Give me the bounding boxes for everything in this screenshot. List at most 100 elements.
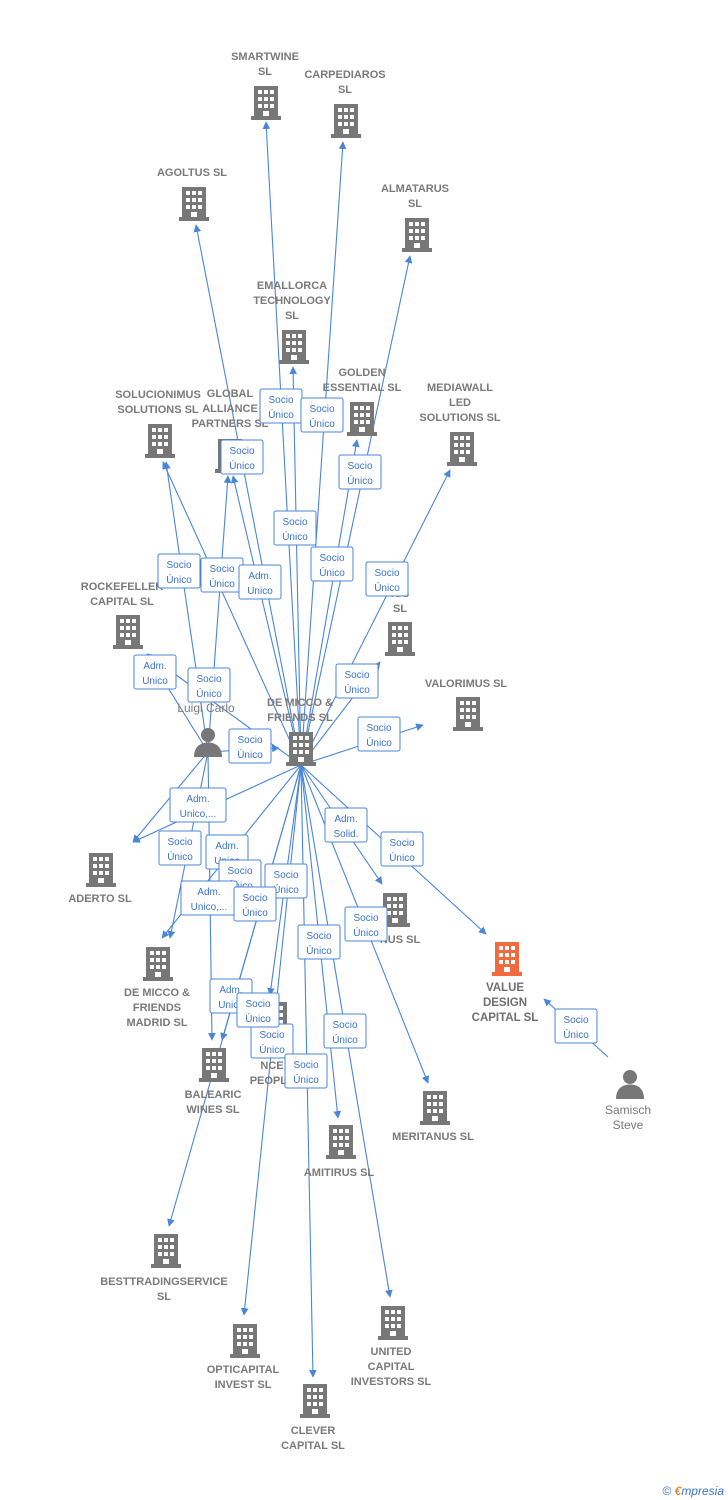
edge-label-text: Unico,... — [180, 809, 217, 820]
node-ius[interactable]: IUSSL — [385, 588, 415, 656]
edge-demiccofriends-to-carpediaros[interactable] — [300, 141, 347, 766]
building-icon — [420, 1091, 450, 1125]
node-label-line: Luigi Carlo — [177, 701, 235, 715]
node-label-line: PEOPLE — [250, 1075, 295, 1087]
edge-label-box — [324, 807, 368, 843]
edge-luigi-to-solucionimus[interactable] — [163, 461, 209, 753]
node-label-line: SOLUTIONS SL — [419, 412, 501, 424]
edge-label-text: Único — [268, 408, 294, 421]
building-icon — [286, 732, 316, 766]
footer-brand[interactable]: © €mpresia — [662, 1484, 724, 1498]
edge-label-text: Único — [196, 687, 222, 700]
node-label-line: SL — [258, 66, 272, 78]
edge-label-text: Socio — [167, 837, 192, 848]
edge-label-text: Único — [306, 944, 332, 957]
node-valorimus[interactable]: VALORIMUS SL — [425, 678, 508, 731]
edge-label-box — [300, 397, 344, 433]
edge-demiccofriends-to-golden[interactable] — [300, 439, 360, 766]
building-icon — [113, 615, 143, 649]
edge-label-luigi-to-demiccomadrid[interactable]: Adm.Unico,... — [180, 880, 238, 916]
edge-demiccofriends-to-emallorca[interactable] — [289, 366, 302, 766]
edge-label-luigi-to-demiccofriends[interactable]: Adm.Unico,... — [169, 787, 227, 823]
edge-label-text: Único — [344, 683, 370, 696]
edge-luigi-to-globalalliance[interactable] — [207, 475, 232, 753]
node-label-line: Steve — [613, 1118, 644, 1132]
node-label-line: INVEST SL — [215, 1379, 272, 1391]
edge-label-text: Adm. — [219, 985, 242, 996]
node-nus[interactable]: NUS SL — [380, 893, 421, 946]
edge-demiccofriends-to-agoltus[interactable] — [193, 224, 302, 766]
node-label-line: Samisch — [605, 1103, 651, 1117]
edge-demiccofriends-to-mediawall[interactable] — [300, 469, 451, 766]
node-label-line: DE MICCO & — [124, 987, 190, 999]
node-label-line: AGOLTUS SL — [157, 167, 227, 179]
person-icon — [194, 728, 222, 757]
edge-label-text: Único — [259, 1043, 285, 1056]
node-amitirus[interactable]: AMITIRUS SL — [304, 1125, 375, 1179]
edge-label-luigi-to-rockefeller[interactable]: Adm.Unico — [238, 564, 282, 600]
node-label-line: FRIENDS SL — [267, 712, 333, 724]
building-icon-highlighted — [492, 942, 522, 976]
edge-demiccofriends-to-almatarus[interactable] — [300, 255, 413, 766]
edge-label-text: Socio — [237, 735, 262, 746]
node-meritanus[interactable]: MERITANUS SL — [392, 1091, 474, 1143]
edge-demiccofriends-to-globalalliance[interactable] — [230, 475, 302, 766]
node-aderto[interactable]: ADERTO SL — [68, 853, 132, 905]
edge-label-luigi-to-solucionimus[interactable]: Adm.Unico — [133, 654, 177, 690]
edge-label-text: Socio — [242, 893, 267, 904]
node-demiccofriends[interactable]: DE MICCO &FRIENDS SL — [267, 697, 333, 766]
edge-demiccofriends-to-smartwine[interactable] — [262, 121, 302, 766]
edge-label-text: Único — [229, 459, 255, 472]
edge-label-box — [169, 787, 227, 823]
edge-label-text: Único — [366, 736, 392, 749]
node-label-line: NUS SL — [380, 934, 421, 946]
building-icon — [279, 330, 309, 364]
node-agoltus[interactable]: AGOLTUS SL — [157, 167, 227, 221]
edge-label-box — [297, 924, 341, 960]
building-icon — [402, 218, 432, 252]
edge-label-luigi-to-aderto[interactable]: Adm.Solid. — [324, 807, 368, 843]
edge-demiccofriends-to-solucionimus[interactable] — [162, 461, 302, 766]
edge-label-text: Socio — [319, 553, 344, 564]
